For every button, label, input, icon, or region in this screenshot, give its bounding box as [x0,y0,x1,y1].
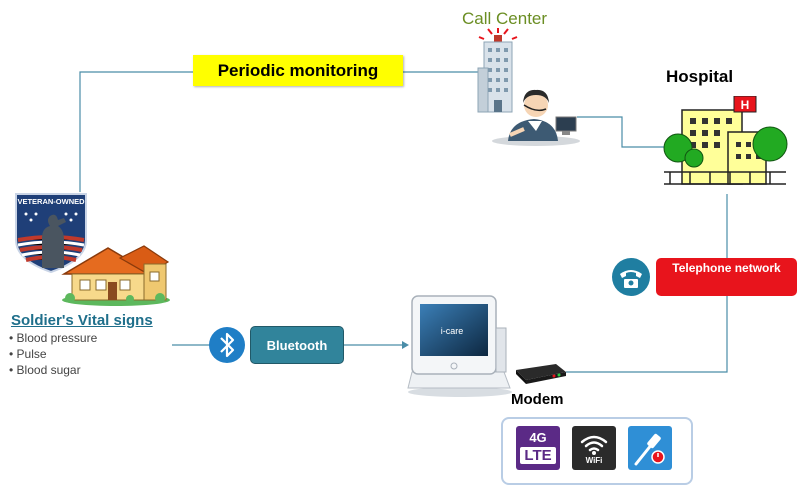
call-center-label: Call Center [462,9,548,28]
veteran-owned-badge-icon: VETERAN-OWNED [15,193,87,274]
power-cable-glyph [634,433,665,466]
tablet-brand-text: i-care [441,326,464,336]
modem-icon [516,364,566,384]
vital-sign-item: Blood sugar [9,362,97,378]
hospital-building-icon: H [663,96,788,185]
house-icon [61,245,170,306]
periodic-monitoring-label: Periodic monitoring [193,55,403,86]
wifi-waves [580,435,608,455]
lte-bottom-text: LTE [520,447,556,464]
telephone-icon [612,258,650,296]
line-telephone-to-modem [566,296,728,373]
hospital-sign: H [741,98,750,112]
wifi-icon: WiFi [572,426,616,470]
lte-icon: 4G LTE [516,426,560,470]
vital-signs-list: Blood pressure Pulse Blood sugar [9,330,98,378]
vital-sign-item: Blood pressure [9,330,98,346]
vital-signs-title: Soldier's Vital signs [11,312,153,329]
veteran-owned-text: VETERAN-OWNED [17,197,85,206]
wifi-text: WiFi [585,456,603,465]
lte-top-text: 4G [529,430,547,445]
call-center-building-icon [477,28,518,113]
vital-sign-item: Pulse [9,346,97,362]
bluetooth-icon [209,327,245,363]
bluetooth-label: Bluetooth [250,326,344,364]
tablet-device-icon: i-care [407,295,512,397]
telephone-network-label: Telephone network [656,258,797,296]
operator-icon [492,89,580,146]
hospital-label: Hospital [666,67,734,86]
line-callcenter-to-hospital [577,116,664,148]
power-cable-icon [628,426,672,470]
modem-label: Modem [511,391,564,408]
line-home-to-monitoring [79,71,193,192]
arrowhead-tablet [402,341,409,349]
